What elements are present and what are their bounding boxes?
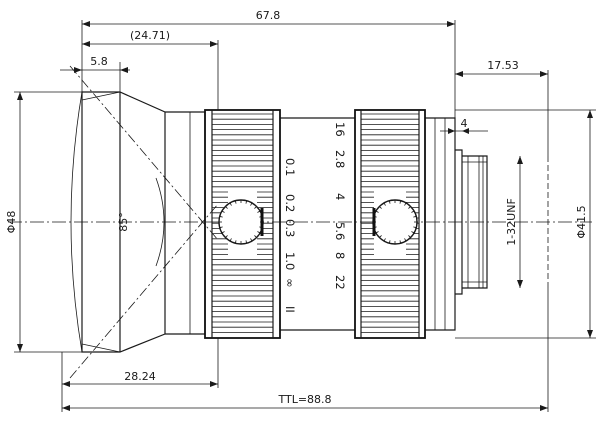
screw-tooth xyxy=(399,240,402,244)
screw-tooth xyxy=(383,238,386,242)
rear-mount xyxy=(455,149,549,295)
screw-tooth xyxy=(219,226,223,229)
screw-tooth xyxy=(234,200,237,204)
screw-tooth xyxy=(250,202,253,206)
iris-scale-8: 8 xyxy=(333,252,347,259)
dim-front-diameter: Φ48 xyxy=(5,211,18,234)
screw-tooth xyxy=(229,202,232,206)
screw-tooth xyxy=(221,210,225,213)
screw-tooth xyxy=(408,235,411,238)
focus-scale-infinity: ∞ xyxy=(283,278,297,288)
screw-tooth xyxy=(257,210,261,213)
screw-tooth xyxy=(375,231,379,234)
screw-tooth xyxy=(221,231,225,234)
focus-lock-screw xyxy=(218,199,264,245)
focus-scale: 0.1 0.2 0.3 1.0 ∞ II xyxy=(283,158,297,313)
dim-hood-depth: 5.8 xyxy=(90,55,108,68)
dim-flange-step: 4 xyxy=(461,117,468,130)
dim-rear-diameter: Φ41.5 xyxy=(575,205,588,238)
iris-scale-5.6: 5.6 xyxy=(333,222,347,240)
view-angle-label: 85° xyxy=(117,212,130,232)
iris-scale-mid: 16 xyxy=(333,122,347,137)
focus-scale-0.2: 0.2 xyxy=(283,194,297,212)
dimension-lines xyxy=(14,20,596,412)
dim-front-to-focus-ring: 28.24 xyxy=(124,370,156,383)
dim-total-length: TTL=88.8 xyxy=(277,393,331,406)
screw-tooth xyxy=(257,231,261,234)
screw-tooth xyxy=(388,240,391,244)
screw-tooth xyxy=(225,235,228,238)
focus-scale-0.1: 0.1 xyxy=(283,158,297,176)
screw-tooth xyxy=(225,206,228,209)
iris-scale-22: 22 xyxy=(333,275,347,290)
screw-tooth xyxy=(219,215,223,218)
dim-back-to-flange: 17.53 xyxy=(487,59,519,72)
dim-front-to-ring: (24.71) xyxy=(130,29,170,42)
iris-scale-4: 4 xyxy=(333,193,347,200)
screw-tooth xyxy=(379,235,382,238)
screw-tooth xyxy=(411,231,415,234)
iris-lock-screw xyxy=(372,199,418,245)
dim-thread: 1-32UNF xyxy=(505,198,518,246)
iris-scale: 2.8 4 5.6 8 22 16 xyxy=(333,122,347,290)
screw-tooth xyxy=(245,240,248,244)
screw-tooth xyxy=(229,238,232,242)
screw-tooth xyxy=(388,200,391,204)
focus-scale-0.3: 0.3 xyxy=(283,219,297,237)
screw-tooth xyxy=(404,238,407,242)
screw-tooth xyxy=(408,206,411,209)
screw-tooth xyxy=(411,210,415,213)
screw-tooth xyxy=(413,226,417,229)
dim-overall-length: 67.8 xyxy=(256,9,281,22)
focus-marker: II xyxy=(283,306,297,313)
screw-tooth xyxy=(375,210,379,213)
screw-tooth xyxy=(245,200,248,204)
lens-barrel xyxy=(165,111,456,335)
focus-scale-1.0: 1.0 xyxy=(283,252,297,270)
screw-tooth xyxy=(404,202,407,206)
screw-tooth xyxy=(254,235,257,238)
screw-tooth xyxy=(413,215,417,218)
screw-tooth xyxy=(379,206,382,209)
screw-tooth xyxy=(234,240,237,244)
screw-tooth xyxy=(383,202,386,206)
screw-tooth xyxy=(254,206,257,209)
iris-scale-2.8: 2.8 xyxy=(333,150,347,168)
screw-tooth xyxy=(250,238,253,242)
screw-tooth xyxy=(399,200,402,204)
